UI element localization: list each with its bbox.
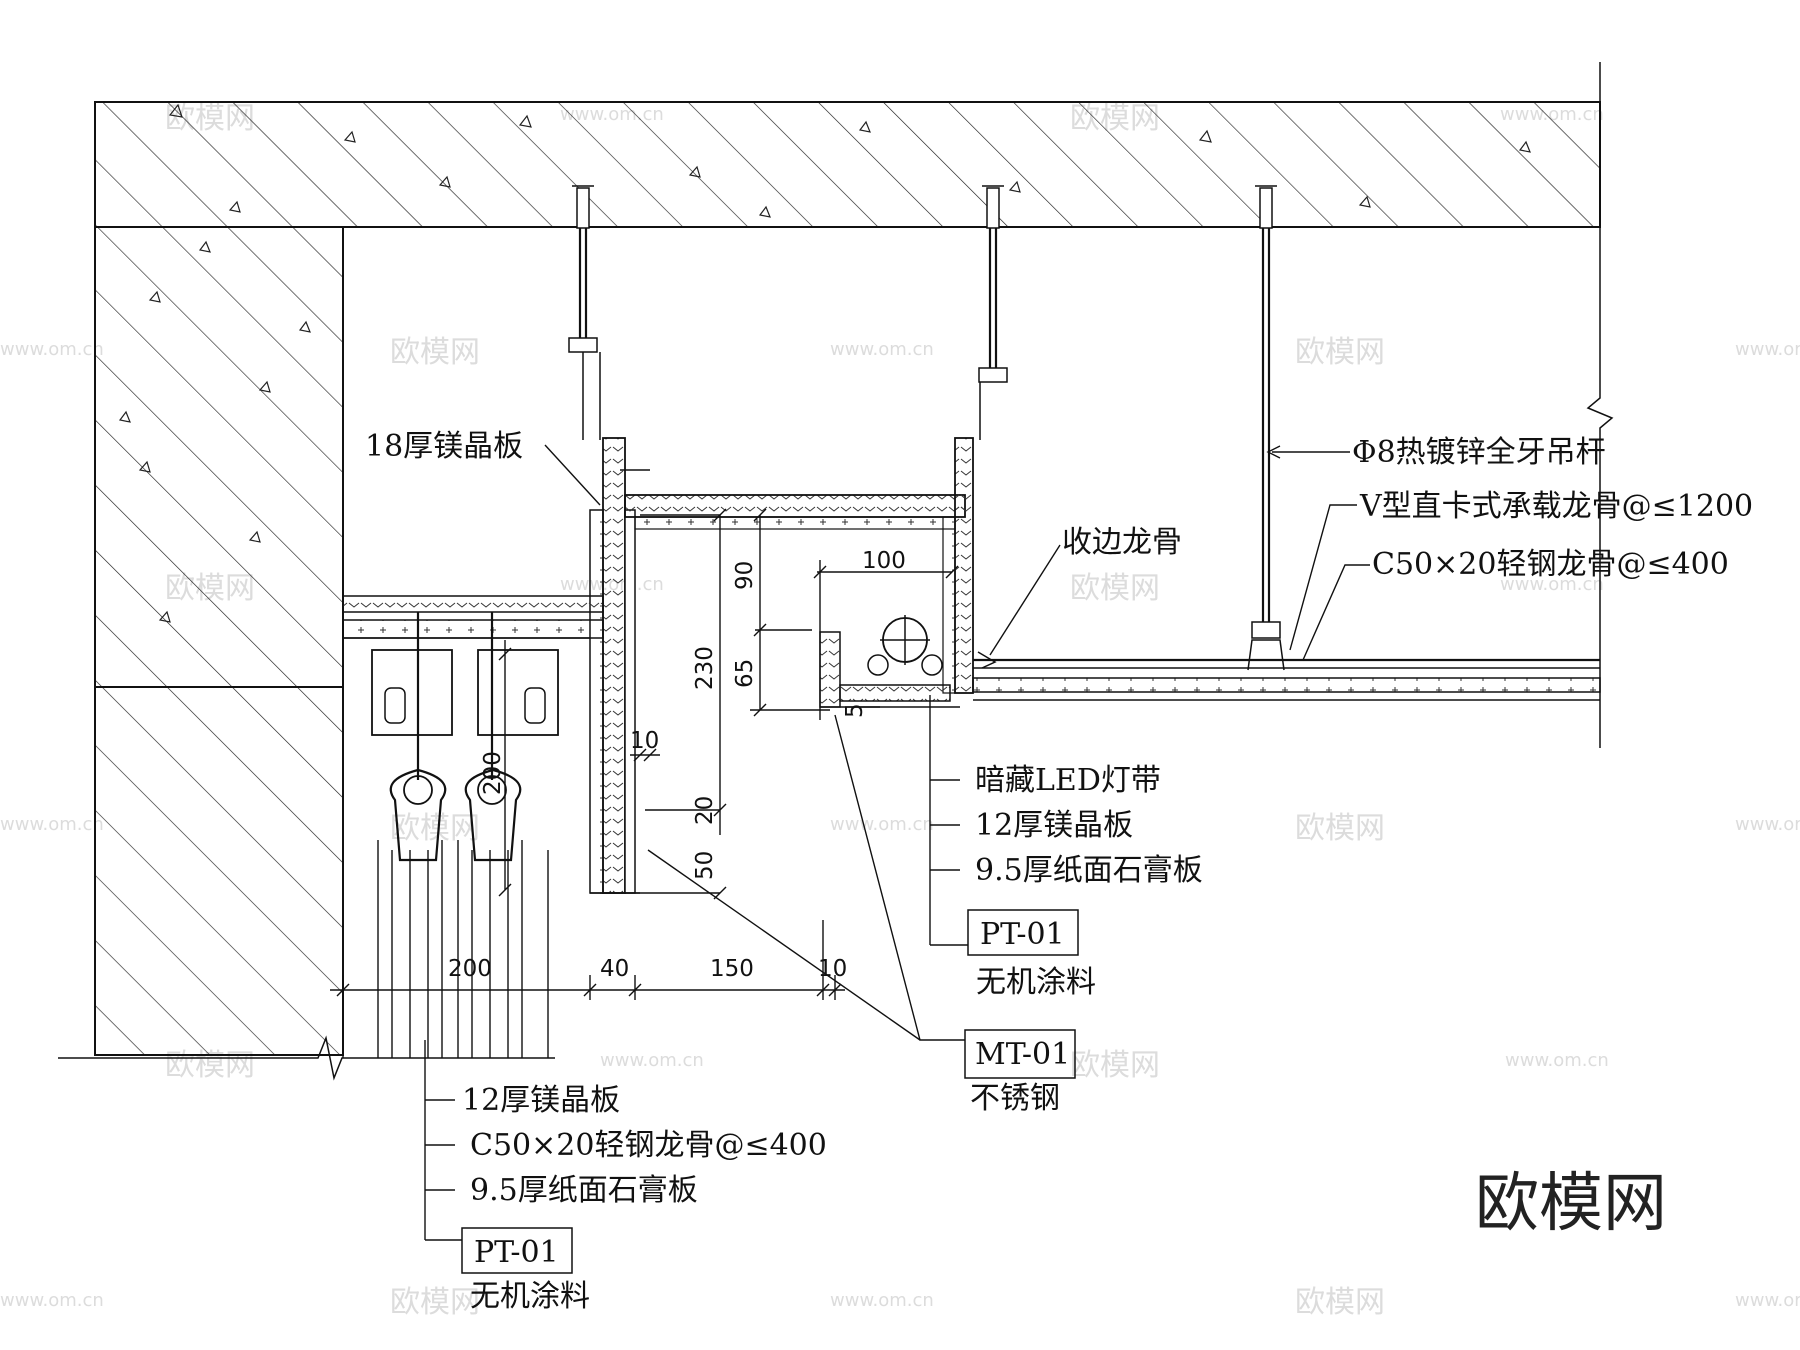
dim-5: 5 (842, 703, 868, 718)
label-mt-code: MT-01 (975, 1037, 1070, 1072)
label-gypsum-mid: 9.5厚纸面石膏板 (975, 853, 1203, 888)
label-main-keel: V型直卡式承载龙骨@≤1200 (1359, 489, 1753, 524)
watermark-text: 欧模网 (390, 335, 480, 370)
label-board-12-bottom: 12厚镁晶板 (462, 1083, 620, 1118)
label-pt-code-bottom: PT-01 (474, 1235, 559, 1270)
leader-lines (424, 444, 1370, 1241)
dim-50: 50 (692, 851, 718, 880)
label-mt-name: 不锈钢 (970, 1081, 1060, 1116)
dim-150: 150 (710, 956, 754, 982)
dim-230: 230 (692, 646, 718, 690)
watermark-text: 欧模网 (390, 811, 480, 846)
watermark-text: 欧模网 (1295, 1285, 1385, 1320)
dim-100: 100 (862, 548, 906, 574)
concrete-wall-lower (94, 686, 344, 1056)
hanger-rod-2 (978, 185, 1008, 440)
dim-10-bottom: 10 (818, 956, 847, 982)
dim-40: 40 (600, 956, 629, 982)
pt-code-box-mid (967, 909, 1079, 956)
label-pt-code-mid: PT-01 (980, 917, 1065, 952)
annotations: Φ8热镀锌全牙吊杆 V型直卡式承载龙骨@≤1200 C50×20轻钢龙骨@≤40… (365, 429, 1753, 1314)
watermark-url: www.om.cn (830, 814, 934, 835)
concrete-wall-upper (94, 226, 344, 688)
hanger-rods (568, 185, 1285, 671)
watermark-text: 欧模网 (390, 1285, 480, 1320)
watermark-url: www.om.cn (0, 1290, 104, 1311)
watermark-url: www.om.cn (1735, 814, 1800, 835)
watermark-url: www.om.cn (830, 1290, 934, 1311)
label-light-keel-bottom: C50×20轻钢龙骨@≤400 (470, 1128, 827, 1163)
watermark-url: www.om.cn (0, 814, 104, 835)
watermark-url: www.om.cn (1505, 1050, 1609, 1071)
label-led-strip: 暗藏LED灯带 (975, 763, 1161, 798)
watermark-url: www.om.cn (1500, 574, 1604, 595)
concrete-slab (94, 101, 1601, 228)
watermark-url: www.om.cn (600, 1050, 704, 1071)
curtain-box-ceiling (342, 595, 604, 639)
right-ceiling-plane (972, 651, 1601, 701)
label-hanger-rod: Φ8热镀锌全牙吊杆 (1352, 435, 1606, 470)
curtain-tracks (371, 612, 559, 1058)
dimension-values: 100 90 65 230 5 10 20 50 200 200 40 150 … (448, 548, 906, 982)
led-trough (819, 615, 960, 708)
label-pt-name-mid: 无机涂料 (976, 965, 1096, 1000)
label-board-18: 18厚镁晶板 (365, 429, 523, 464)
watermark-text: 欧模网 (1070, 1048, 1160, 1083)
concrete-structure (94, 101, 1601, 1056)
watermark-url: www.om.cn (830, 339, 934, 360)
watermark-url: www.om.cn (0, 339, 104, 360)
dim-65: 65 (732, 659, 758, 688)
watermark-text: 欧模网 (1295, 811, 1385, 846)
dim-200: 200 (448, 956, 492, 982)
hanger-rod-1 (568, 185, 601, 440)
watermark-text: 欧模网 (1295, 335, 1385, 370)
dim-10-side: 10 (630, 728, 659, 754)
dim-90: 90 (732, 561, 758, 590)
label-light-keel-right: C50×20轻钢龙骨@≤400 (1372, 547, 1729, 582)
dimension-lines (330, 508, 959, 1058)
break-line-right (1586, 62, 1614, 748)
label-gypsum-bottom: 9.5厚纸面石膏板 (470, 1173, 698, 1208)
pt-code-box-bottom (461, 1227, 573, 1274)
dim-20: 20 (692, 796, 718, 825)
mt-code-box (964, 1029, 1076, 1079)
label-board-12-mid: 12厚镁晶板 (975, 808, 1133, 843)
watermark-url: www.om.cn (1735, 339, 1800, 360)
brand-logo: 欧模网 (1475, 1167, 1667, 1241)
watermark-url: www.om.cn (1735, 1290, 1800, 1311)
label-pt-name-bottom: 无机涂料 (470, 1279, 590, 1314)
dim-200-vertical: 200 (480, 751, 506, 795)
watermark-text: 欧模网 (1070, 571, 1160, 606)
label-edge-keel: 收边龙骨 (1062, 525, 1182, 560)
hanger-rod-3 (1247, 185, 1285, 671)
